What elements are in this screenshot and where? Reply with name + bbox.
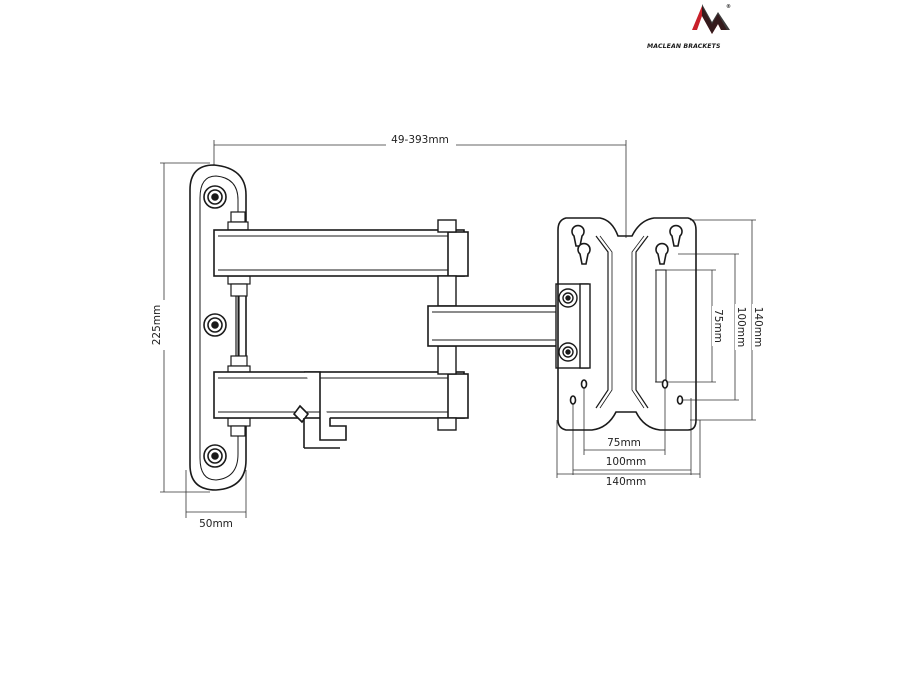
wall-screw-top (203, 185, 227, 209)
logo-m-shadow (702, 4, 730, 34)
tilt-bolt-bottom (558, 342, 578, 362)
tilt-bracket (555, 283, 591, 369)
upper-arm (213, 229, 469, 277)
vesa-plate-right-rib-inner (631, 235, 645, 409)
keyhole-mid-left (577, 242, 591, 265)
cable-clip (304, 371, 347, 441)
center-arm (427, 305, 563, 347)
upper-arm-end-cap (447, 231, 469, 277)
vesa-v75-label: 75mm (712, 309, 724, 343)
pivot-washer-upper-mid (230, 283, 248, 297)
vesa-h100-label: 100mm (606, 456, 647, 468)
vesa-hole-100-left (569, 395, 577, 405)
height-label: 225mm (151, 305, 163, 346)
vesa-hole-75-left (580, 379, 588, 389)
tilt-bolt-top (558, 288, 578, 308)
pivot-nut-top (227, 221, 249, 231)
vesa-hole-100-right (676, 395, 684, 405)
plate-h140-label: 140mm (606, 476, 647, 488)
elbow-column-top (437, 275, 457, 307)
vesa-h75-label: 75mm (607, 437, 641, 449)
lower-arm-end-cap (447, 373, 469, 419)
vesa-hole-75-right (661, 379, 669, 389)
lower-arm-body (213, 371, 465, 419)
pivot-cap-bottom (230, 425, 246, 437)
elbow-cap-top (437, 219, 457, 233)
maclean-brackets-logo: ® MACLEAN BRACKETS (647, 4, 731, 50)
elbow-cap-bottom (437, 417, 457, 431)
lower-arm (213, 371, 469, 449)
pivot-nut-upper-mid (227, 275, 251, 285)
logo-registered-mark: ® (726, 4, 731, 10)
extension-label: 49-393mm (391, 134, 449, 146)
vesa-plate-left-rib (595, 235, 609, 409)
vesa-plate-left-rib-inner (599, 235, 613, 409)
vesa-plate-right-rib (635, 235, 649, 409)
vesa-plate-outline (557, 217, 697, 431)
elbow-column-bottom (437, 345, 457, 375)
vesa-plate-slot (655, 269, 667, 383)
vesa-plate (557, 217, 697, 431)
keyhole-top-right (669, 224, 683, 247)
wall-screw-bottom (203, 444, 227, 468)
pivot-washer-lower-mid (230, 355, 248, 367)
wall-pivot (227, 211, 251, 437)
pivot-nut-bottom (227, 417, 251, 427)
keyhole-mid-right (655, 242, 669, 265)
upper-arm-body (213, 229, 465, 277)
wall-screw-middle (203, 313, 227, 337)
logo-brand-text: MACLEAN BRACKETS (647, 43, 721, 50)
keyhole-top-left (571, 224, 585, 247)
dimension-labels: 49-393mm 225mm 50mm 75mm 100mm 140mm 75m… (151, 134, 765, 530)
plate-v140-label: 140mm (752, 307, 764, 348)
pivot-cap-top (230, 211, 246, 223)
tilt-bracket-flange (579, 283, 591, 369)
depth-label: 50mm (199, 518, 233, 530)
vesa-v100-label: 100mm (735, 307, 747, 348)
